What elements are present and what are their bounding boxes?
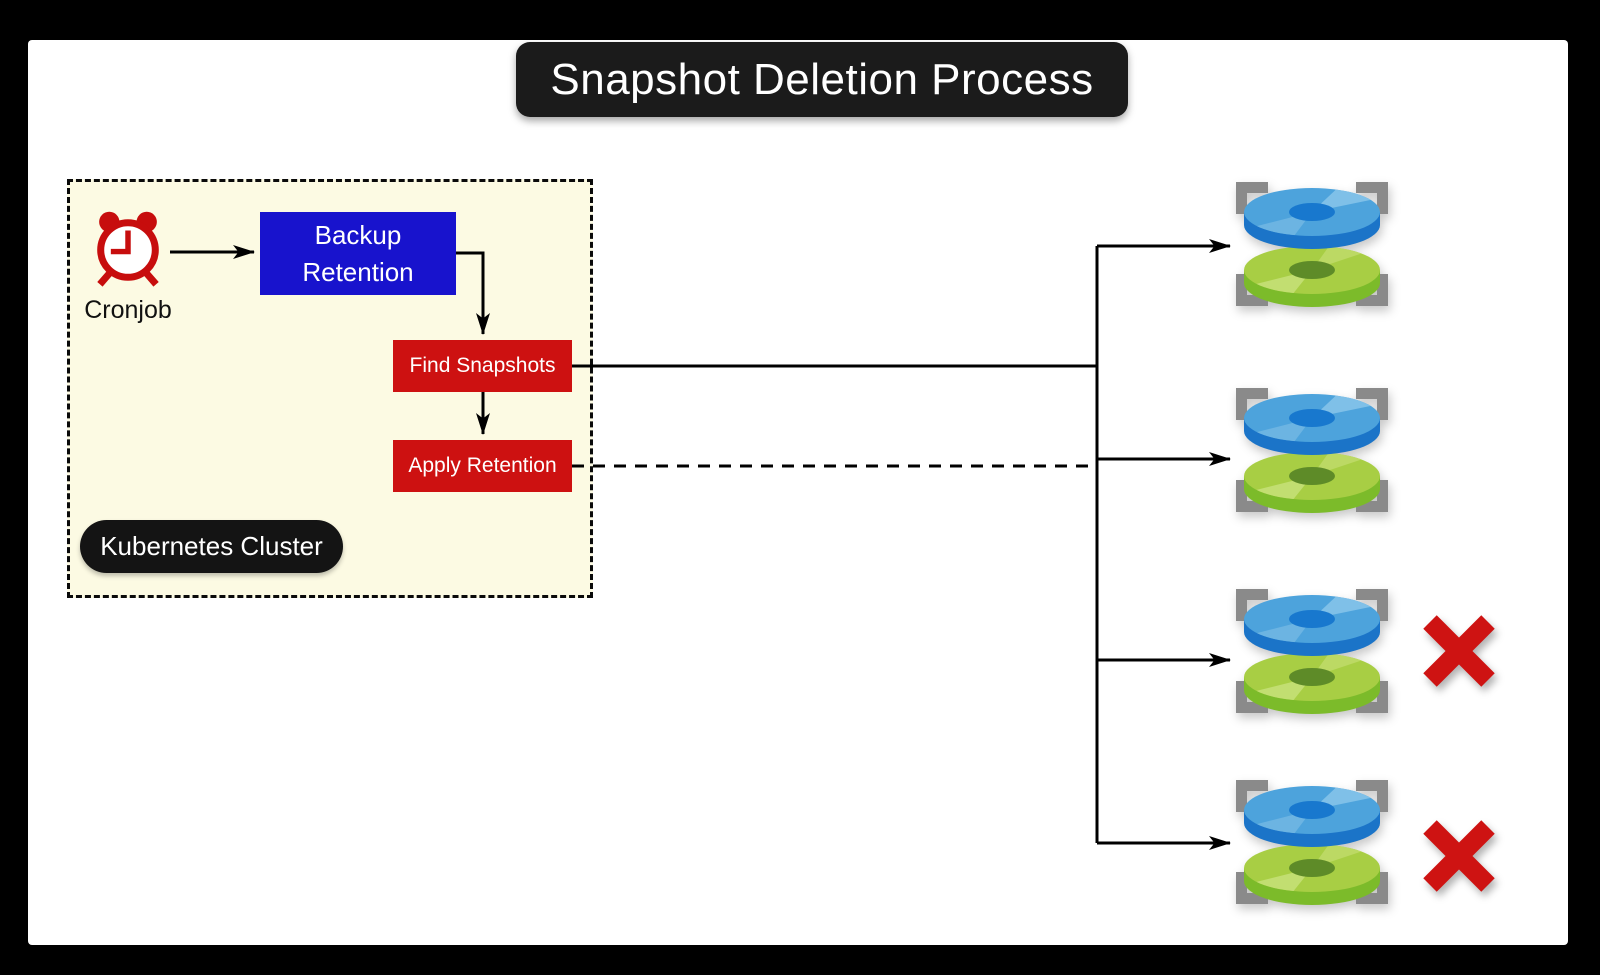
diagram-title-text: Snapshot Deletion Process xyxy=(550,54,1094,104)
cronjob-label: Cronjob xyxy=(84,296,172,324)
find-snapshots-node: Find Snapshots xyxy=(393,340,572,392)
apply-retention-node: Apply Retention xyxy=(393,440,572,492)
snapshot-icon-4 xyxy=(1228,772,1396,912)
backup-retention-line2: Retention xyxy=(302,256,414,287)
alarm-clock-icon xyxy=(89,206,167,294)
diagram-title: Snapshot Deletion Process xyxy=(516,42,1128,117)
backup-retention-node: Backup Retention xyxy=(260,212,456,295)
backup-retention-line1: Backup xyxy=(314,219,402,250)
kubernetes-cluster-label: Kubernetes Cluster xyxy=(80,520,343,573)
snapshot-icon-2 xyxy=(1228,380,1396,520)
snapshot-icon-1 xyxy=(1228,174,1396,314)
delete-x-icon xyxy=(1417,814,1501,898)
snapshot-icon-3 xyxy=(1228,581,1396,721)
delete-x-icon xyxy=(1417,609,1501,693)
